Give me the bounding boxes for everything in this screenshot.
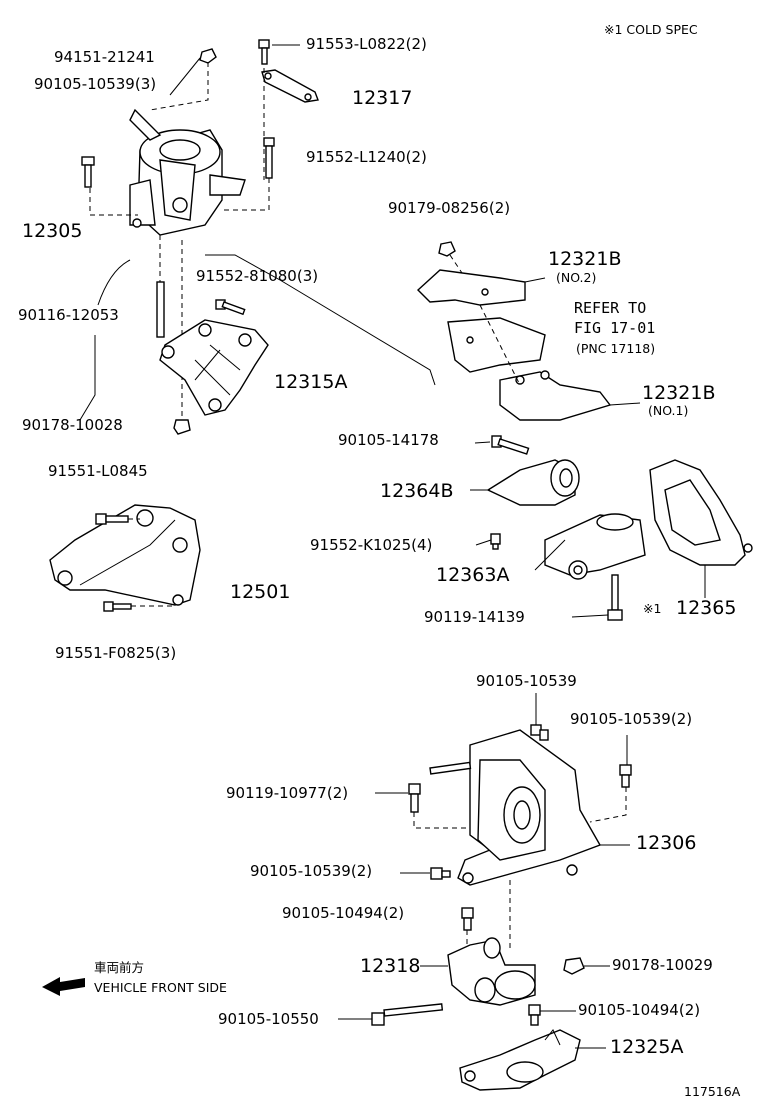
part-label-12365[interactable]: 12365	[676, 597, 737, 619]
bolt-90105-top-drawing	[81, 156, 95, 188]
part-label-94151-21241[interactable]: 94151-21241	[54, 48, 155, 66]
bolt-90119-10977-drawing	[408, 761, 472, 813]
part-label-12501[interactable]: 12501	[230, 581, 291, 603]
bolt-90105-10494-2b-drawing	[528, 1004, 541, 1026]
part-label-90105-10539-2b[interactable]: 90105-10539(2)	[250, 862, 373, 880]
part-label-12318[interactable]: 12318	[360, 955, 421, 977]
refer-line-3: (PNC 17118)	[576, 341, 656, 356]
part-label-90119-14139[interactable]: 90119-14139	[424, 608, 525, 626]
bolt-91552-81080-drawing	[215, 299, 246, 316]
part-label-91552-81080-3[interactable]: 91552-81080(3)	[196, 267, 319, 285]
bolt-90105-10550-drawing	[371, 1003, 444, 1026]
part-label-12364b[interactable]: 12364B	[380, 480, 454, 502]
direction-label-en: VEHICLE FRONT SIDE	[94, 980, 227, 995]
part-label-90178-10029[interactable]: 90178-10029	[612, 956, 713, 974]
bolt-91552-L1240-drawing	[263, 137, 275, 179]
stud-90116-drawing	[156, 281, 165, 338]
mount-12318-drawing	[447, 937, 536, 1006]
part-label-12325a[interactable]: 12325A	[610, 1036, 684, 1058]
refer-line-1: REFER TO	[574, 299, 647, 317]
part-label-91552-l1240-2[interactable]: 91552-L1240(2)	[306, 148, 427, 166]
bolt-91552-K1025-drawing	[490, 533, 501, 550]
part-label-90116-12053[interactable]: 90116-12053	[18, 306, 119, 324]
part-sub-no1: (NO.1)	[648, 403, 689, 418]
part-label-91553-l0822-2[interactable]: 91553-L0822(2)	[306, 35, 427, 53]
bolt-90105-10539-a-drawing	[530, 724, 549, 741]
part-label-90179-08256-2[interactable]: 90179-08256(2)	[388, 199, 511, 217]
part-label-90105-10539-3[interactable]: 90105-10539(3)	[34, 75, 157, 93]
part-label-90105-10494-2b[interactable]: 90105-10494(2)	[578, 1001, 701, 1019]
part-label-12321b-no2[interactable]: 12321B	[548, 248, 622, 270]
part-sub-no2: (NO.2)	[556, 270, 597, 285]
mount-12306-drawing	[457, 729, 602, 886]
part-label-91551-f0825-3[interactable]: 91551-F0825(3)	[55, 644, 177, 662]
part-label-90105-14178[interactable]: 90105-14178	[338, 431, 439, 449]
nut-94151-drawing	[199, 48, 217, 64]
bolt-91553-drawing	[258, 39, 270, 65]
bolt-90105-10539-2b-drawing	[430, 867, 451, 880]
bracket-12365-drawing	[649, 459, 753, 566]
bracket-12315A-drawing	[159, 319, 269, 416]
part-label-90105-10494-2a[interactable]: 90105-10494(2)	[282, 904, 405, 922]
part-label-91552-k1025-4[interactable]: 91552-K1025(4)	[310, 536, 433, 554]
part-label-12317[interactable]: 12317	[352, 87, 413, 109]
bolt-90119-14139-drawing	[607, 574, 623, 621]
refer-line-2[interactable]: FIG 17-01	[574, 319, 656, 337]
engine-mount-12305-drawing	[129, 108, 246, 236]
nut-90178-10028-drawing	[173, 419, 191, 435]
part-label-12306[interactable]: 12306	[636, 832, 697, 854]
bracket-12501-drawing	[49, 504, 201, 606]
bracket-refer-drawing	[447, 317, 546, 373]
cold-spec-mark: ※1	[643, 601, 662, 616]
nut-90178-10029-drawing	[563, 957, 585, 975]
part-label-12321b-no1[interactable]: 12321B	[642, 382, 716, 404]
part-label-12305[interactable]: 12305	[22, 220, 83, 242]
cold-spec-note: ※1 COLD SPEC	[604, 22, 698, 37]
part-label-90105-10539-2a[interactable]: 90105-10539(2)	[570, 710, 693, 728]
part-label-91551-l0845[interactable]: 91551-L0845	[48, 462, 148, 480]
bolt-91551-F0825-drawing	[103, 601, 132, 612]
part-label-12363a[interactable]: 12363A	[436, 564, 510, 586]
bolt-90105-14178-drawing	[491, 435, 530, 455]
figure-id: 117516A	[684, 1084, 741, 1099]
part-label-90119-10977-2[interactable]: 90119-10977(2)	[226, 784, 349, 802]
direction-label-jp: 車両前方	[94, 960, 145, 975]
part-label-90105-10550[interactable]: 90105-10550	[218, 1010, 319, 1028]
part-label-90105-10539[interactable]: 90105-10539	[476, 672, 577, 690]
bolt-90105-10539-2a-drawing	[619, 764, 632, 788]
direction-arrow-shape	[42, 977, 85, 996]
part-label-90178-10028[interactable]: 90178-10028	[22, 416, 123, 434]
nut-90179-drawing	[438, 241, 456, 257]
bolt-90105-10494-2a-drawing	[461, 907, 474, 931]
bolt-91551-L0845-drawing	[95, 513, 129, 525]
bracket-12321B-no2-drawing	[416, 269, 526, 306]
bracket-12325A-drawing	[459, 1029, 581, 1091]
bracket-12364B-drawing	[486, 459, 580, 506]
part-label-12315a[interactable]: 12315A	[274, 371, 348, 393]
bracket-12317-drawing	[261, 69, 319, 103]
mount-12363A-drawing	[544, 513, 646, 580]
